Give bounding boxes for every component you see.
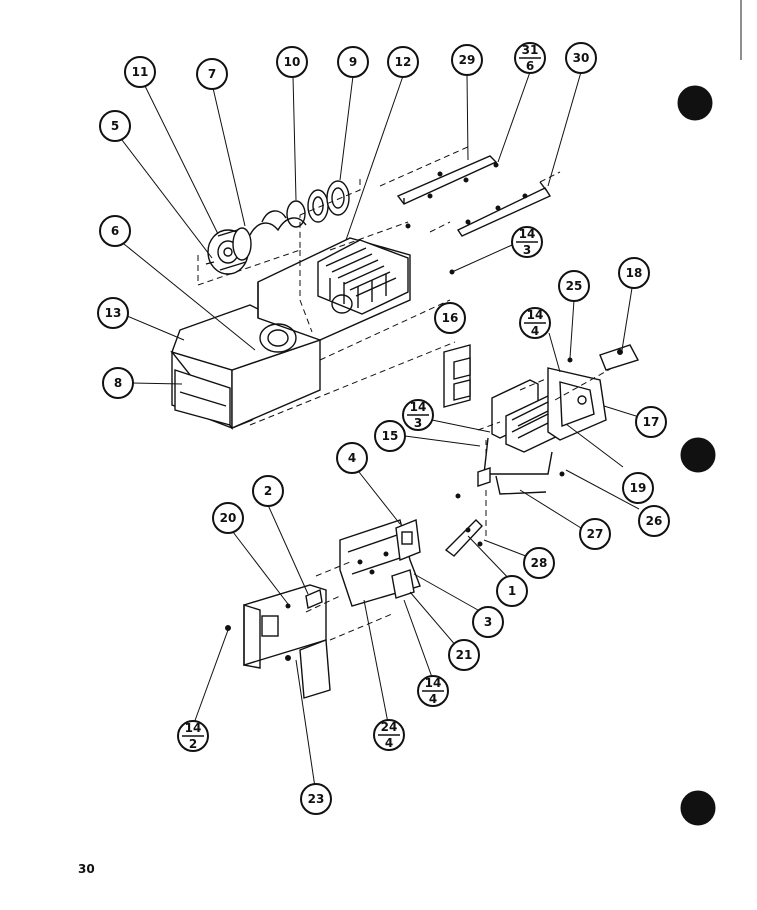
callout-8: 8 [102,367,134,399]
callout-label: 5 [111,119,119,133]
callout-1: 1 [496,575,528,607]
callout-27: 27 [579,518,611,550]
callout-24-4: 24 4 [373,719,405,751]
callout-label: 27 [587,527,604,541]
callout-label: 7 [208,67,216,81]
alignment-line [197,215,301,286]
callout-label: 12 [395,55,412,69]
callout-14-4-lower: 14 4 [417,675,449,707]
callout-label: 1 [508,584,516,598]
callout-20: 20 [212,502,244,534]
callout-label: 29 [459,53,476,67]
callout-label: 6 [111,224,119,238]
callout-label: 3 [484,615,492,629]
alignment-line [299,250,313,333]
slide-rails [396,155,552,275]
callout-4: 4 [336,442,368,474]
callout-25: 25 [558,270,590,302]
callout-11: 11 [124,56,156,88]
callout-14-3-middle: 14 3 [402,399,434,431]
callout-label: 15 [382,429,399,443]
callout-17: 17 [635,406,667,438]
callout-14-2: 14 2 [177,720,209,752]
callout-6: 6 [99,215,131,247]
callout-14-3-upper: 14 3 [511,226,543,258]
control-housing-assembly [225,519,421,699]
callout-label-bottom: 3 [523,243,531,257]
callout-label: 16 [442,311,459,325]
callout-label: 21 [456,648,473,662]
punch-hole-bottom [680,790,716,826]
callout-label-top: 14 [425,676,442,690]
callout-label-bottom: 4 [429,692,437,706]
callout-26: 26 [638,505,670,537]
callout-label: 19 [630,481,647,495]
callout-29: 29 [451,44,483,76]
callout-19: 19 [622,472,654,504]
callout-9: 9 [337,46,369,78]
callout-label: 23 [308,792,325,806]
callout-label-bottom: 3 [414,416,422,430]
auger-motor-assembly [205,180,350,275]
callout-31-6: 31 6 [514,42,546,74]
callout-label: 28 [531,556,548,570]
callout-label: 2 [264,484,272,498]
callout-label-top: 14 [410,400,427,414]
callout-18: 18 [618,257,650,289]
callout-14-4-upper: 14 4 [519,307,551,339]
callout-5: 5 [99,110,131,142]
alignment-line [249,341,456,426]
callout-label-bottom: 4 [531,324,539,338]
callout-label-top: 14 [519,227,536,241]
leader-lines [121,71,640,795]
punch-hole-top [677,85,713,121]
callout-3: 3 [472,606,504,638]
ice-tray-evaporator [317,239,409,315]
callout-label: 4 [348,451,356,465]
callout-7: 7 [196,58,228,90]
callout-label: 17 [643,415,660,429]
callout-label: 26 [646,514,663,528]
callout-label: 8 [114,376,122,390]
callout-16: 16 [434,302,466,334]
callout-label: 20 [220,511,237,525]
callout-label: 25 [566,279,583,293]
callout-30: 30 [565,42,597,74]
callout-label: 13 [105,306,122,320]
callout-label-top: 24 [381,720,398,734]
callout-label: 18 [626,266,643,280]
callout-23: 23 [300,783,332,815]
alignment-line [329,221,409,251]
callout-10: 10 [276,46,308,78]
ice-maker-assembly [443,344,640,557]
callout-label: 9 [349,55,357,69]
callout-21: 21 [448,639,480,671]
callout-label-bottom: 6 [526,59,534,73]
page-number: 30 [78,862,95,876]
callout-label-top: 31 [522,43,539,57]
callout-2: 2 [252,475,284,507]
callout-15: 15 [374,420,406,452]
callout-12: 12 [387,46,419,78]
callout-label: 10 [284,55,301,69]
alignment-line [319,299,451,361]
callout-label-top: 14 [185,721,202,735]
callout-label-top: 14 [527,308,544,322]
callout-label-bottom: 4 [385,736,393,750]
callout-13: 13 [97,297,129,329]
callout-label: 11 [132,65,149,79]
callout-label-bottom: 2 [189,737,197,751]
alignment-line [299,175,361,216]
callout-28: 28 [523,547,555,579]
punch-hole-middle [680,437,716,473]
callout-label: 30 [573,51,590,65]
